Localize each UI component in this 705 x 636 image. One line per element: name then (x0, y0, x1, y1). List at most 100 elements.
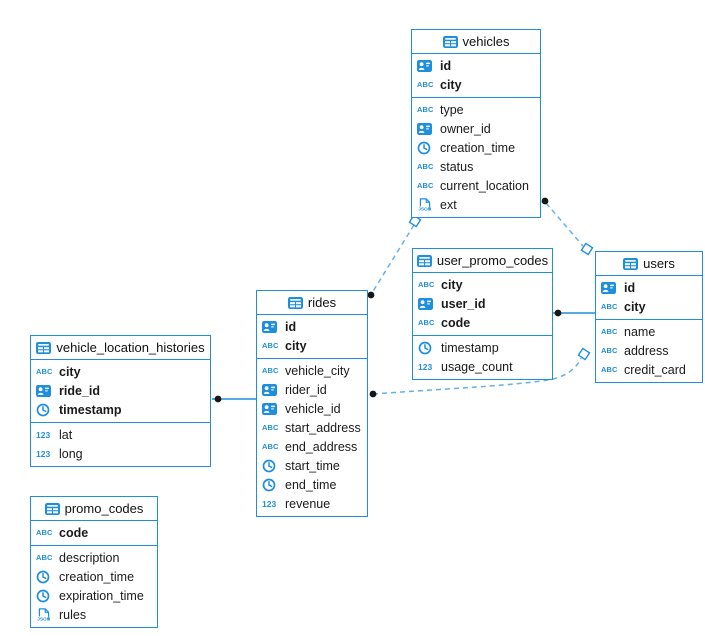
id-badge-icon (417, 122, 436, 135)
field-label: creation_time (440, 140, 516, 155)
text-type-icon: ABC (418, 280, 435, 289)
relationship-vehicles-rides[interactable] (371, 224, 415, 294)
relationship-rides-users[interactable] (372, 357, 582, 395)
timestamp-type-icon (262, 478, 281, 492)
id-badge-icon (417, 59, 436, 72)
relationship-vehicles-users[interactable] (545, 202, 584, 247)
relationship-dot-marker (554, 309, 562, 317)
field-row-end_time[interactable]: end_time (257, 475, 367, 494)
timestamp-type-icon (417, 141, 436, 155)
field-row-id[interactable]: id (257, 317, 367, 336)
relationship-diamond-marker (577, 347, 591, 361)
field-label: timestamp (59, 402, 122, 417)
relationship-dot-marker (214, 395, 222, 403)
field-label: city (285, 338, 307, 353)
field-label: user_id (441, 296, 486, 311)
table-header[interactable]: user_promo_codes (413, 249, 552, 273)
timestamp-type-icon (36, 570, 55, 584)
field-label: id (440, 58, 452, 73)
field-row-city[interactable]: ABC city (412, 75, 540, 94)
table-title: user_promo_codes (436, 253, 549, 268)
table-header[interactable]: vehicle_location_histories (31, 336, 210, 360)
table-header[interactable]: promo_codes (31, 497, 157, 521)
text-type-icon: ABC (601, 346, 618, 355)
table-icon (36, 341, 52, 354)
field-row-vehicle_id[interactable]: vehicle_id (257, 399, 367, 418)
timestamp-type-icon (36, 403, 55, 417)
field-row-start_time[interactable]: start_time (257, 456, 367, 475)
field-label: description (59, 550, 120, 565)
table-header[interactable]: rides (257, 291, 367, 315)
field-label: code (441, 315, 471, 330)
field-row-user_id[interactable]: user_id (413, 294, 552, 313)
field-row-timestamp[interactable]: timestamp (413, 338, 552, 357)
timestamp-type-icon (36, 589, 55, 603)
field-row-creation_time[interactable]: creation_time (412, 138, 540, 157)
id-badge-icon (418, 297, 437, 310)
text-type-icon: ABC (36, 367, 53, 376)
field-row-rider_id[interactable]: rider_id (257, 380, 367, 399)
field-row-code[interactable]: ABC code (413, 313, 552, 332)
field-label: current_location (440, 178, 529, 193)
text-type-icon: ABC (417, 105, 434, 114)
id-badge-icon (262, 320, 281, 333)
text-type-icon: ABC (418, 318, 435, 327)
field-label: city (440, 77, 462, 92)
table-header[interactable]: users (596, 252, 702, 276)
relationship-diamond-marker (580, 242, 594, 256)
text-type-icon: ABC (417, 80, 434, 89)
field-row-code[interactable]: ABC code (31, 523, 157, 542)
table-title: users (643, 256, 675, 271)
field-row-timestamp[interactable]: timestamp (31, 400, 210, 419)
field-row-owner_id[interactable]: owner_id (412, 119, 540, 138)
field-row-ride_id[interactable]: ride_id (31, 381, 210, 400)
field-label: end_address (285, 439, 358, 454)
field-label: ride_id (59, 383, 100, 398)
field-row-creation_time[interactable]: creation_time (31, 567, 157, 586)
field-row-id[interactable]: id (596, 278, 702, 297)
field-label: creation_time (59, 569, 135, 584)
table-icon (623, 257, 639, 270)
timestamp-type-icon (418, 341, 437, 355)
field-label: code (59, 525, 89, 540)
field-row-expiration_time[interactable]: expiration_time (31, 586, 157, 605)
svg-text:JSON: JSON (37, 616, 51, 621)
field-row-id[interactable]: id (412, 56, 540, 75)
table-header[interactable]: vehicles (412, 30, 540, 54)
text-type-icon: ABC (36, 528, 53, 537)
text-type-icon: ABC (417, 162, 434, 171)
